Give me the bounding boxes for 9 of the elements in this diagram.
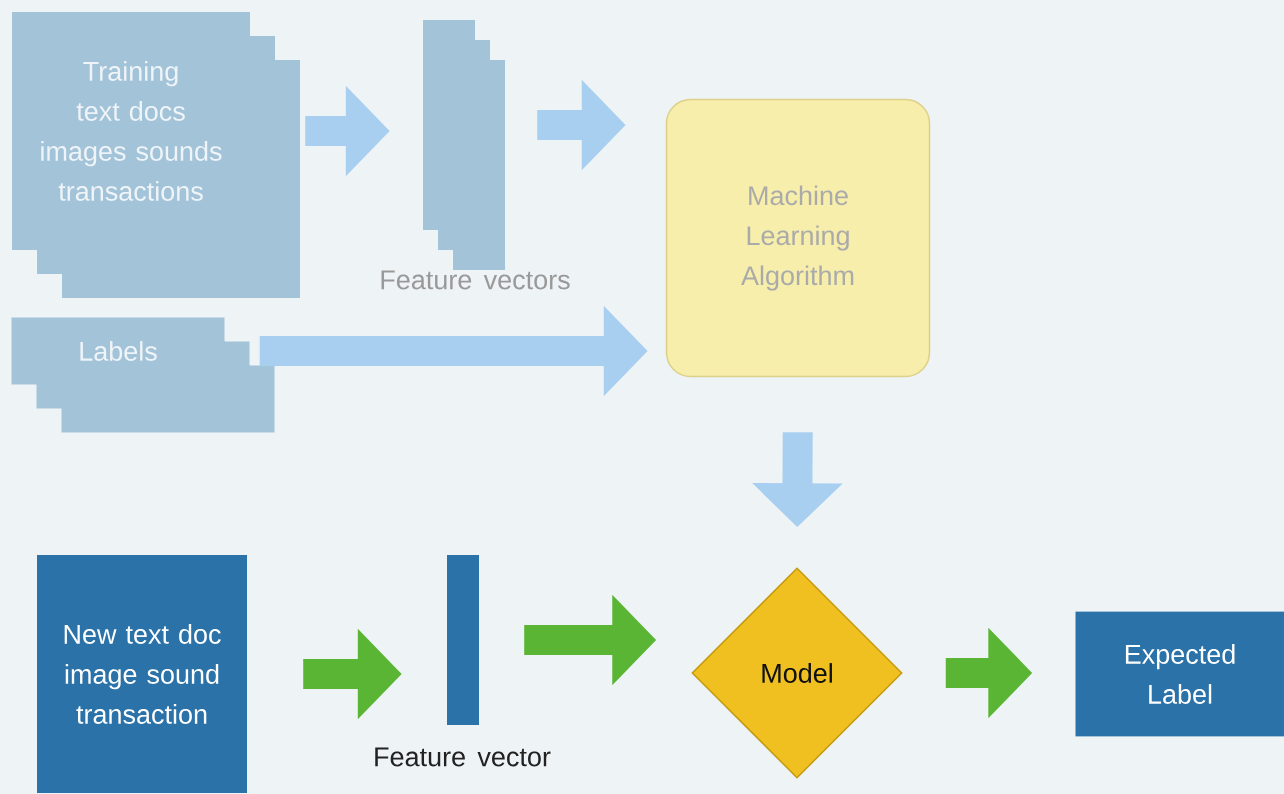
feature-vector-bar — [447, 555, 479, 725]
node-caption: Feature vector — [375, 747, 551, 767]
document-stack: Training text docs images sounds transactions — [12, 12, 300, 298]
feature-vector-bar — [423, 20, 505, 270]
node-caption: Feature vectors — [381, 270, 570, 290]
input-box: New text doc image sound transaction — [37, 555, 247, 793]
output-box: Expected Label — [1075, 611, 1284, 737]
label-stack: Labels — [11, 317, 275, 433]
algorithm-box: Machine Learning Algorithm — [665, 98, 931, 378]
